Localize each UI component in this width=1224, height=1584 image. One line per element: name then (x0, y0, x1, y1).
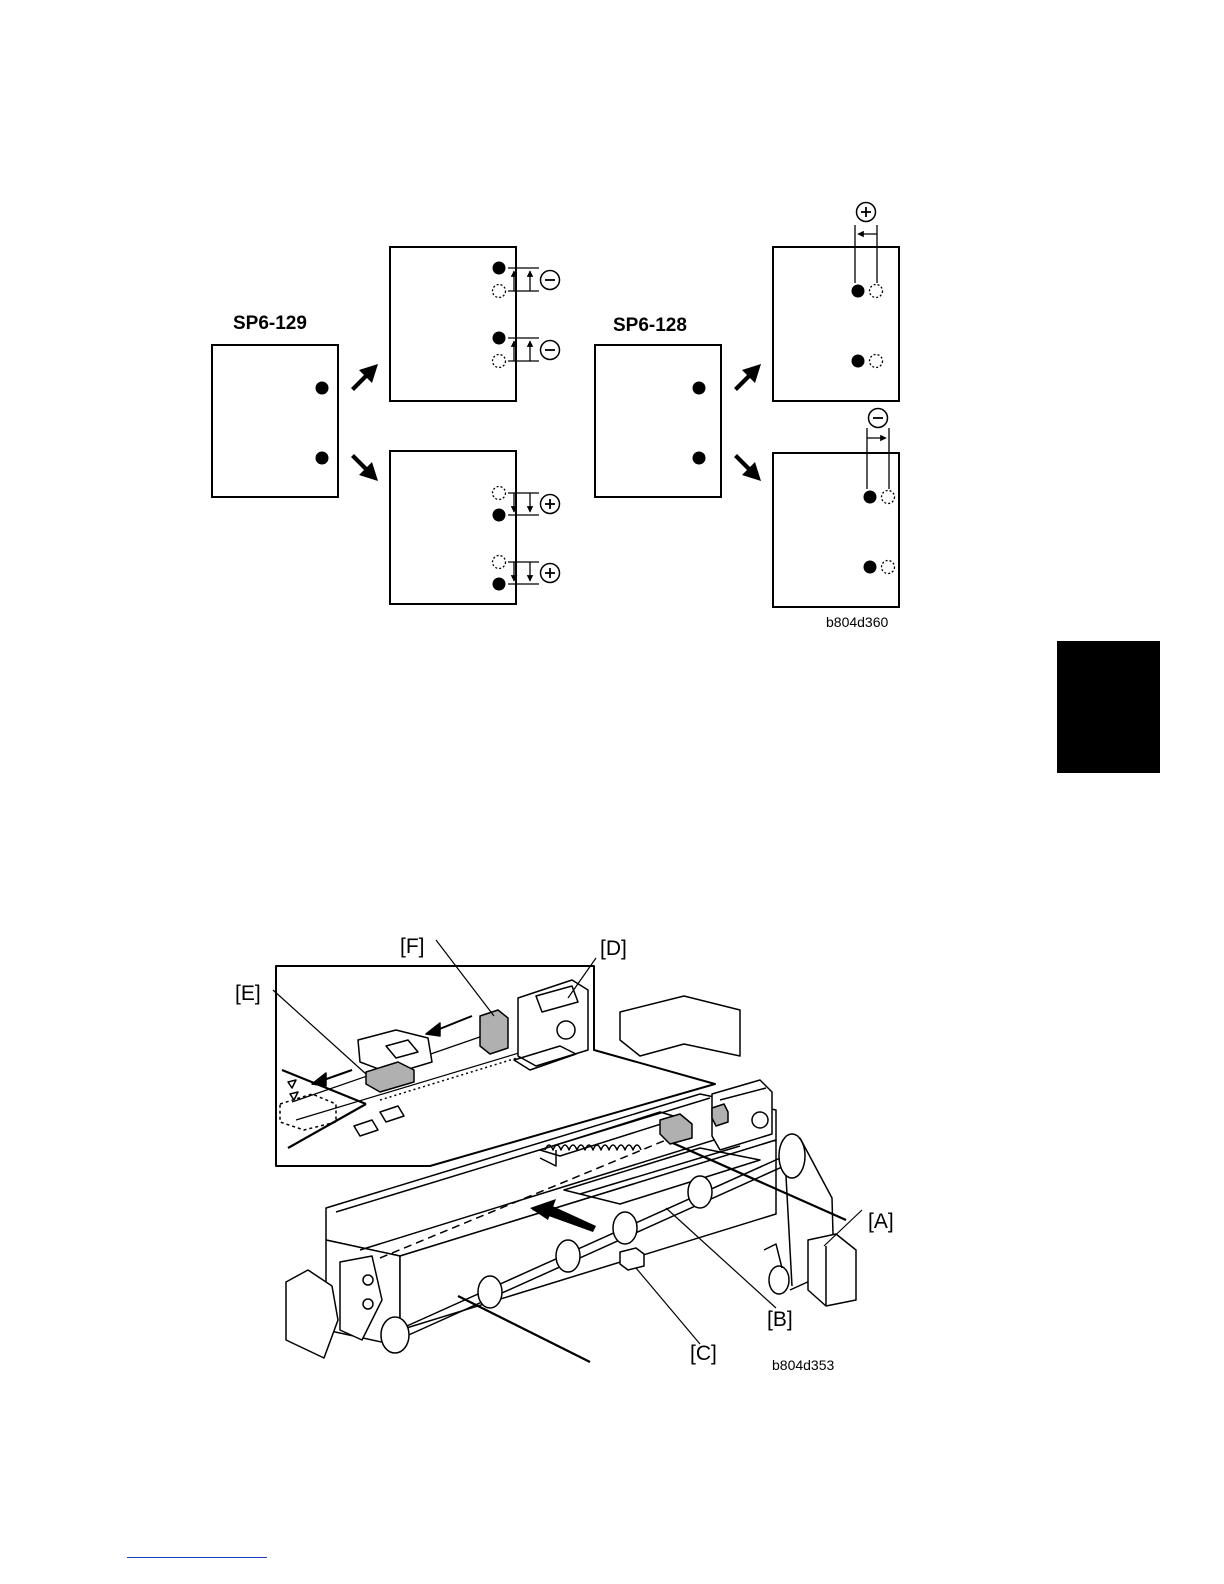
sheet-sp6-129-plus (390, 451, 560, 604)
leader-b (666, 1208, 776, 1308)
arrow-up-right-2 (734, 364, 761, 391)
section-tab (1057, 641, 1160, 773)
callout-f: [F] (400, 935, 425, 959)
sheet-sp6-128-plus (773, 203, 899, 402)
sheet-sp6-128-original (595, 345, 721, 497)
callout-a: [A] (868, 1210, 894, 1234)
registration-adjustment-diagram (0, 0, 1224, 660)
arrow-down-right-2 (734, 454, 761, 481)
arrow-down-right (351, 454, 378, 481)
tension-spring (540, 1145, 641, 1166)
left-side-plate (286, 1256, 382, 1358)
callout-d: [D] (600, 937, 627, 961)
paper-path-dashed (380, 1140, 666, 1258)
leader-d (568, 958, 596, 998)
detail-inset (276, 966, 715, 1166)
sheet-sp6-129-original (212, 345, 338, 497)
callout-e: [E] (235, 982, 261, 1006)
sp6-128-label: SP6-128 (613, 315, 687, 337)
figure-id-2: b804d353 (772, 1357, 834, 1373)
footer-rule (127, 1557, 267, 1558)
leader-c (636, 1268, 700, 1344)
callout-c: [C] (690, 1342, 717, 1366)
roller-shaft (381, 1150, 802, 1353)
sheet-sp6-129-minus (390, 247, 560, 401)
leader-a (824, 1210, 862, 1246)
upper-drive-assembly (620, 996, 772, 1150)
feed-direction-arrow (532, 1204, 596, 1232)
sp6-129-label: SP6-129 (233, 313, 307, 335)
registration-unit-frame (326, 1094, 776, 1346)
paper-edge-line (458, 1296, 590, 1362)
figure-id-1: b804d360 (826, 614, 888, 630)
callout-b: [B] (767, 1308, 793, 1332)
drive-belt-and-motor (764, 1134, 856, 1306)
registration-sensor (620, 1248, 644, 1270)
arrow-up-right (351, 364, 378, 391)
leader-f (436, 940, 494, 1016)
sheet-sp6-128-minus (773, 409, 899, 608)
leader-e (273, 990, 366, 1074)
